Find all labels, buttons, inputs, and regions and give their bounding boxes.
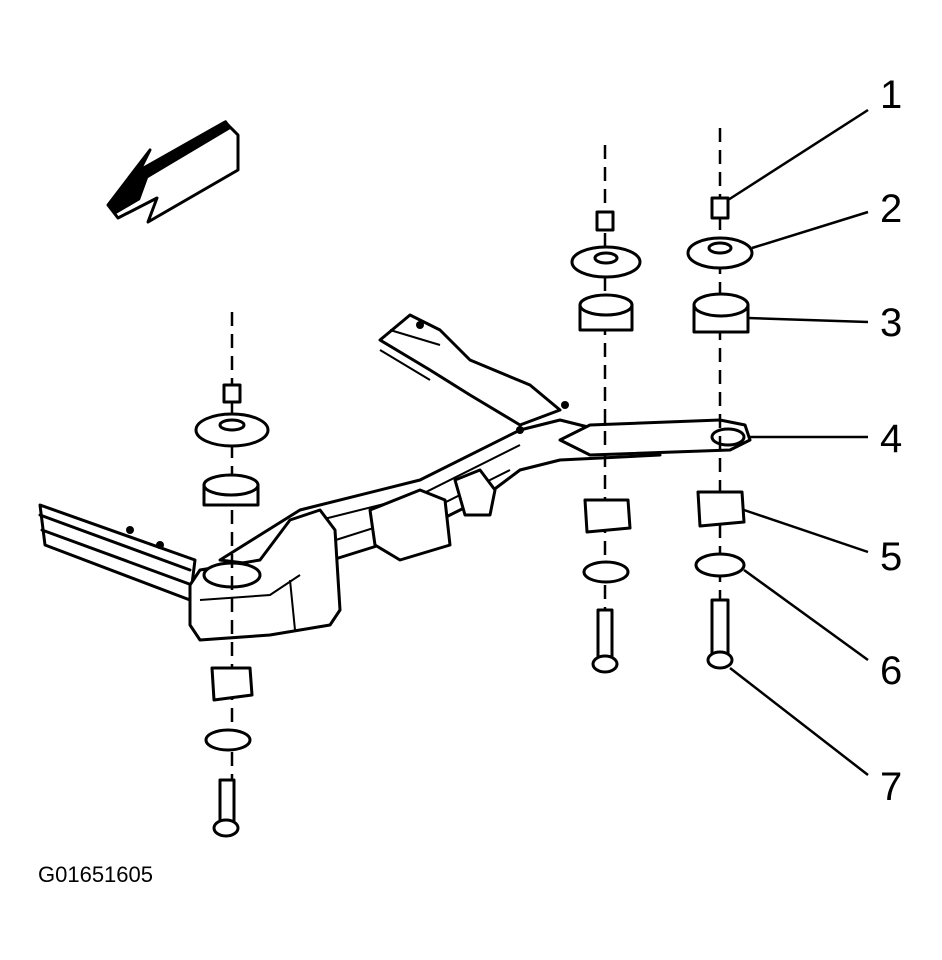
left-mount-stack (194, 312, 270, 838)
middle-mount-stack (570, 145, 642, 674)
forward-arrow-icon (106, 120, 240, 224)
callout-5: 5 (880, 535, 902, 579)
leader-lines (727, 108, 869, 776)
callout-3: 3 (880, 301, 902, 345)
callout-2: 2 (880, 187, 902, 231)
callout-labels: 1 2 3 4 5 6 7 (880, 73, 902, 809)
right-mount-stack (686, 128, 754, 670)
figure-id: G01651605 (38, 862, 153, 887)
callout-4: 4 (880, 417, 902, 461)
callout-1: 1 (880, 73, 902, 117)
callout-7: 7 (880, 765, 902, 809)
callout-6: 6 (880, 649, 902, 693)
cradle-frame (38, 313, 752, 642)
